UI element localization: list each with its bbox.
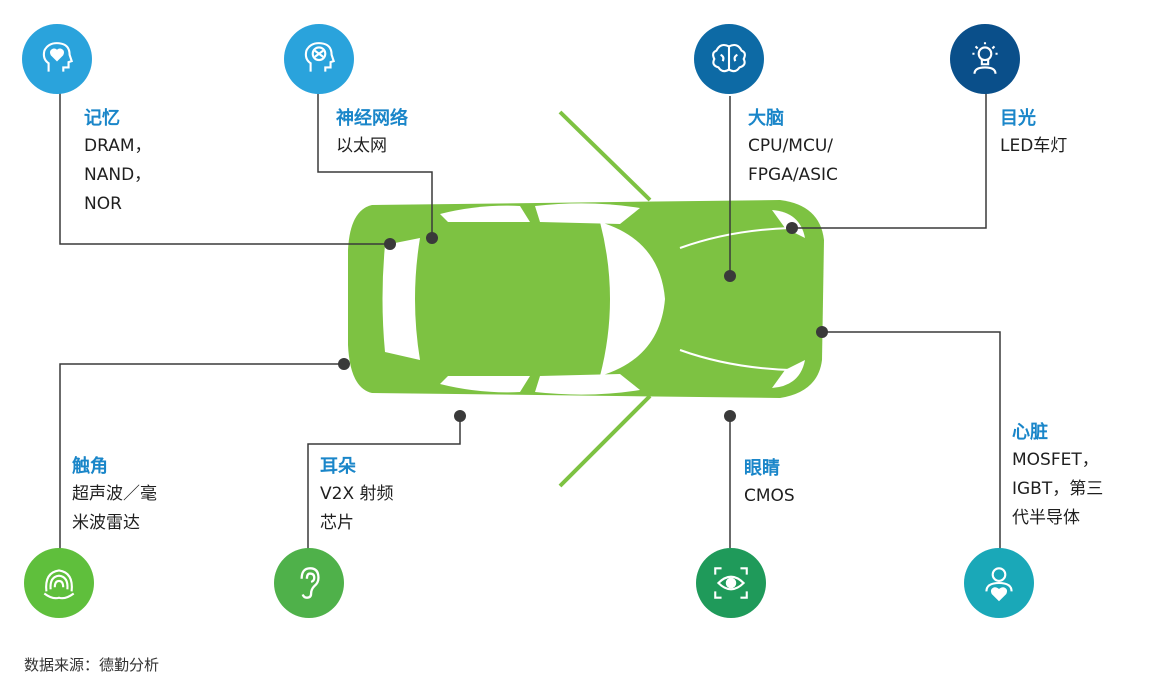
ear-line: 芯片 xyxy=(320,513,354,533)
antenna-title: 触角 xyxy=(72,456,108,477)
label-heart: 心脏 MOSFET， IGBT，第三 代半导体 xyxy=(1012,420,1103,533)
person-heart-icon xyxy=(964,548,1034,618)
head-heart-icon xyxy=(22,24,92,94)
heart-title: 心脏 xyxy=(1012,422,1048,443)
ear-icon xyxy=(274,548,344,618)
memory-line: DRAM， xyxy=(84,136,152,156)
memory-line: NAND， xyxy=(84,165,152,185)
connector-memory xyxy=(59,88,390,245)
ear-line: V2X 射频 xyxy=(320,484,394,504)
point-eyesight xyxy=(786,222,798,234)
heart-line: IGBT，第三 xyxy=(1012,479,1104,499)
brain-title: 大脑 xyxy=(748,108,784,129)
label-ear: 耳朵 V2X 射频 芯片 xyxy=(320,454,394,538)
point-antenna xyxy=(338,358,350,370)
lightbulb-person-icon xyxy=(950,24,1020,94)
car-illustration xyxy=(348,200,824,398)
heart-line: MOSFET， xyxy=(1012,450,1099,470)
label-eyesight: 目光 LED车灯 xyxy=(1000,106,1067,161)
eye-title: 眼睛 xyxy=(744,458,780,479)
connector-eyesight xyxy=(792,90,987,229)
mirror-line-top xyxy=(558,110,652,202)
brain-line: CPU/MCU/ xyxy=(748,136,833,156)
eye-line: CMOS xyxy=(744,486,795,506)
memory-title: 记忆 xyxy=(84,108,120,129)
neural-line: 以太网 xyxy=(336,136,387,156)
brain-icon xyxy=(694,24,764,94)
label-neural: 神经网络 以太网 xyxy=(336,106,408,161)
point-ear xyxy=(454,410,466,422)
eyesight-title: 目光 xyxy=(1000,108,1036,129)
connector-heart xyxy=(822,331,1001,550)
ear-title: 耳朵 xyxy=(320,456,356,477)
point-brain xyxy=(724,270,736,282)
eye-scan-icon xyxy=(696,548,766,618)
antenna-line: 超声波／毫 xyxy=(72,484,157,504)
mirror-line-bottom xyxy=(558,394,652,488)
point-memory xyxy=(384,238,396,250)
point-heart xyxy=(816,326,828,338)
heart-line: 代半导体 xyxy=(1012,508,1080,528)
point-eye xyxy=(724,410,736,422)
label-eye: 眼睛 CMOS xyxy=(744,456,795,511)
head-network-icon xyxy=(284,24,354,94)
label-brain: 大脑 CPU/MCU/ FPGA/ASIC xyxy=(748,106,838,190)
connector-antenna xyxy=(59,363,344,550)
eyesight-line: LED车灯 xyxy=(1000,136,1068,156)
label-memory: 记忆 DRAM， NAND， NOR xyxy=(84,106,152,219)
brain-line: FPGA/ASIC xyxy=(748,165,838,185)
connector-ear xyxy=(307,416,461,550)
label-antenna: 触角 超声波／毫 米波雷达 xyxy=(72,454,157,538)
memory-line: NOR xyxy=(84,194,122,214)
antenna-line: 米波雷达 xyxy=(72,513,140,533)
source-note: 数据来源：德勤分析 xyxy=(24,656,160,674)
radar-hand-icon xyxy=(24,548,94,618)
neural-title: 神经网络 xyxy=(336,108,408,129)
connector-neural xyxy=(317,88,433,238)
point-neural xyxy=(426,232,438,244)
